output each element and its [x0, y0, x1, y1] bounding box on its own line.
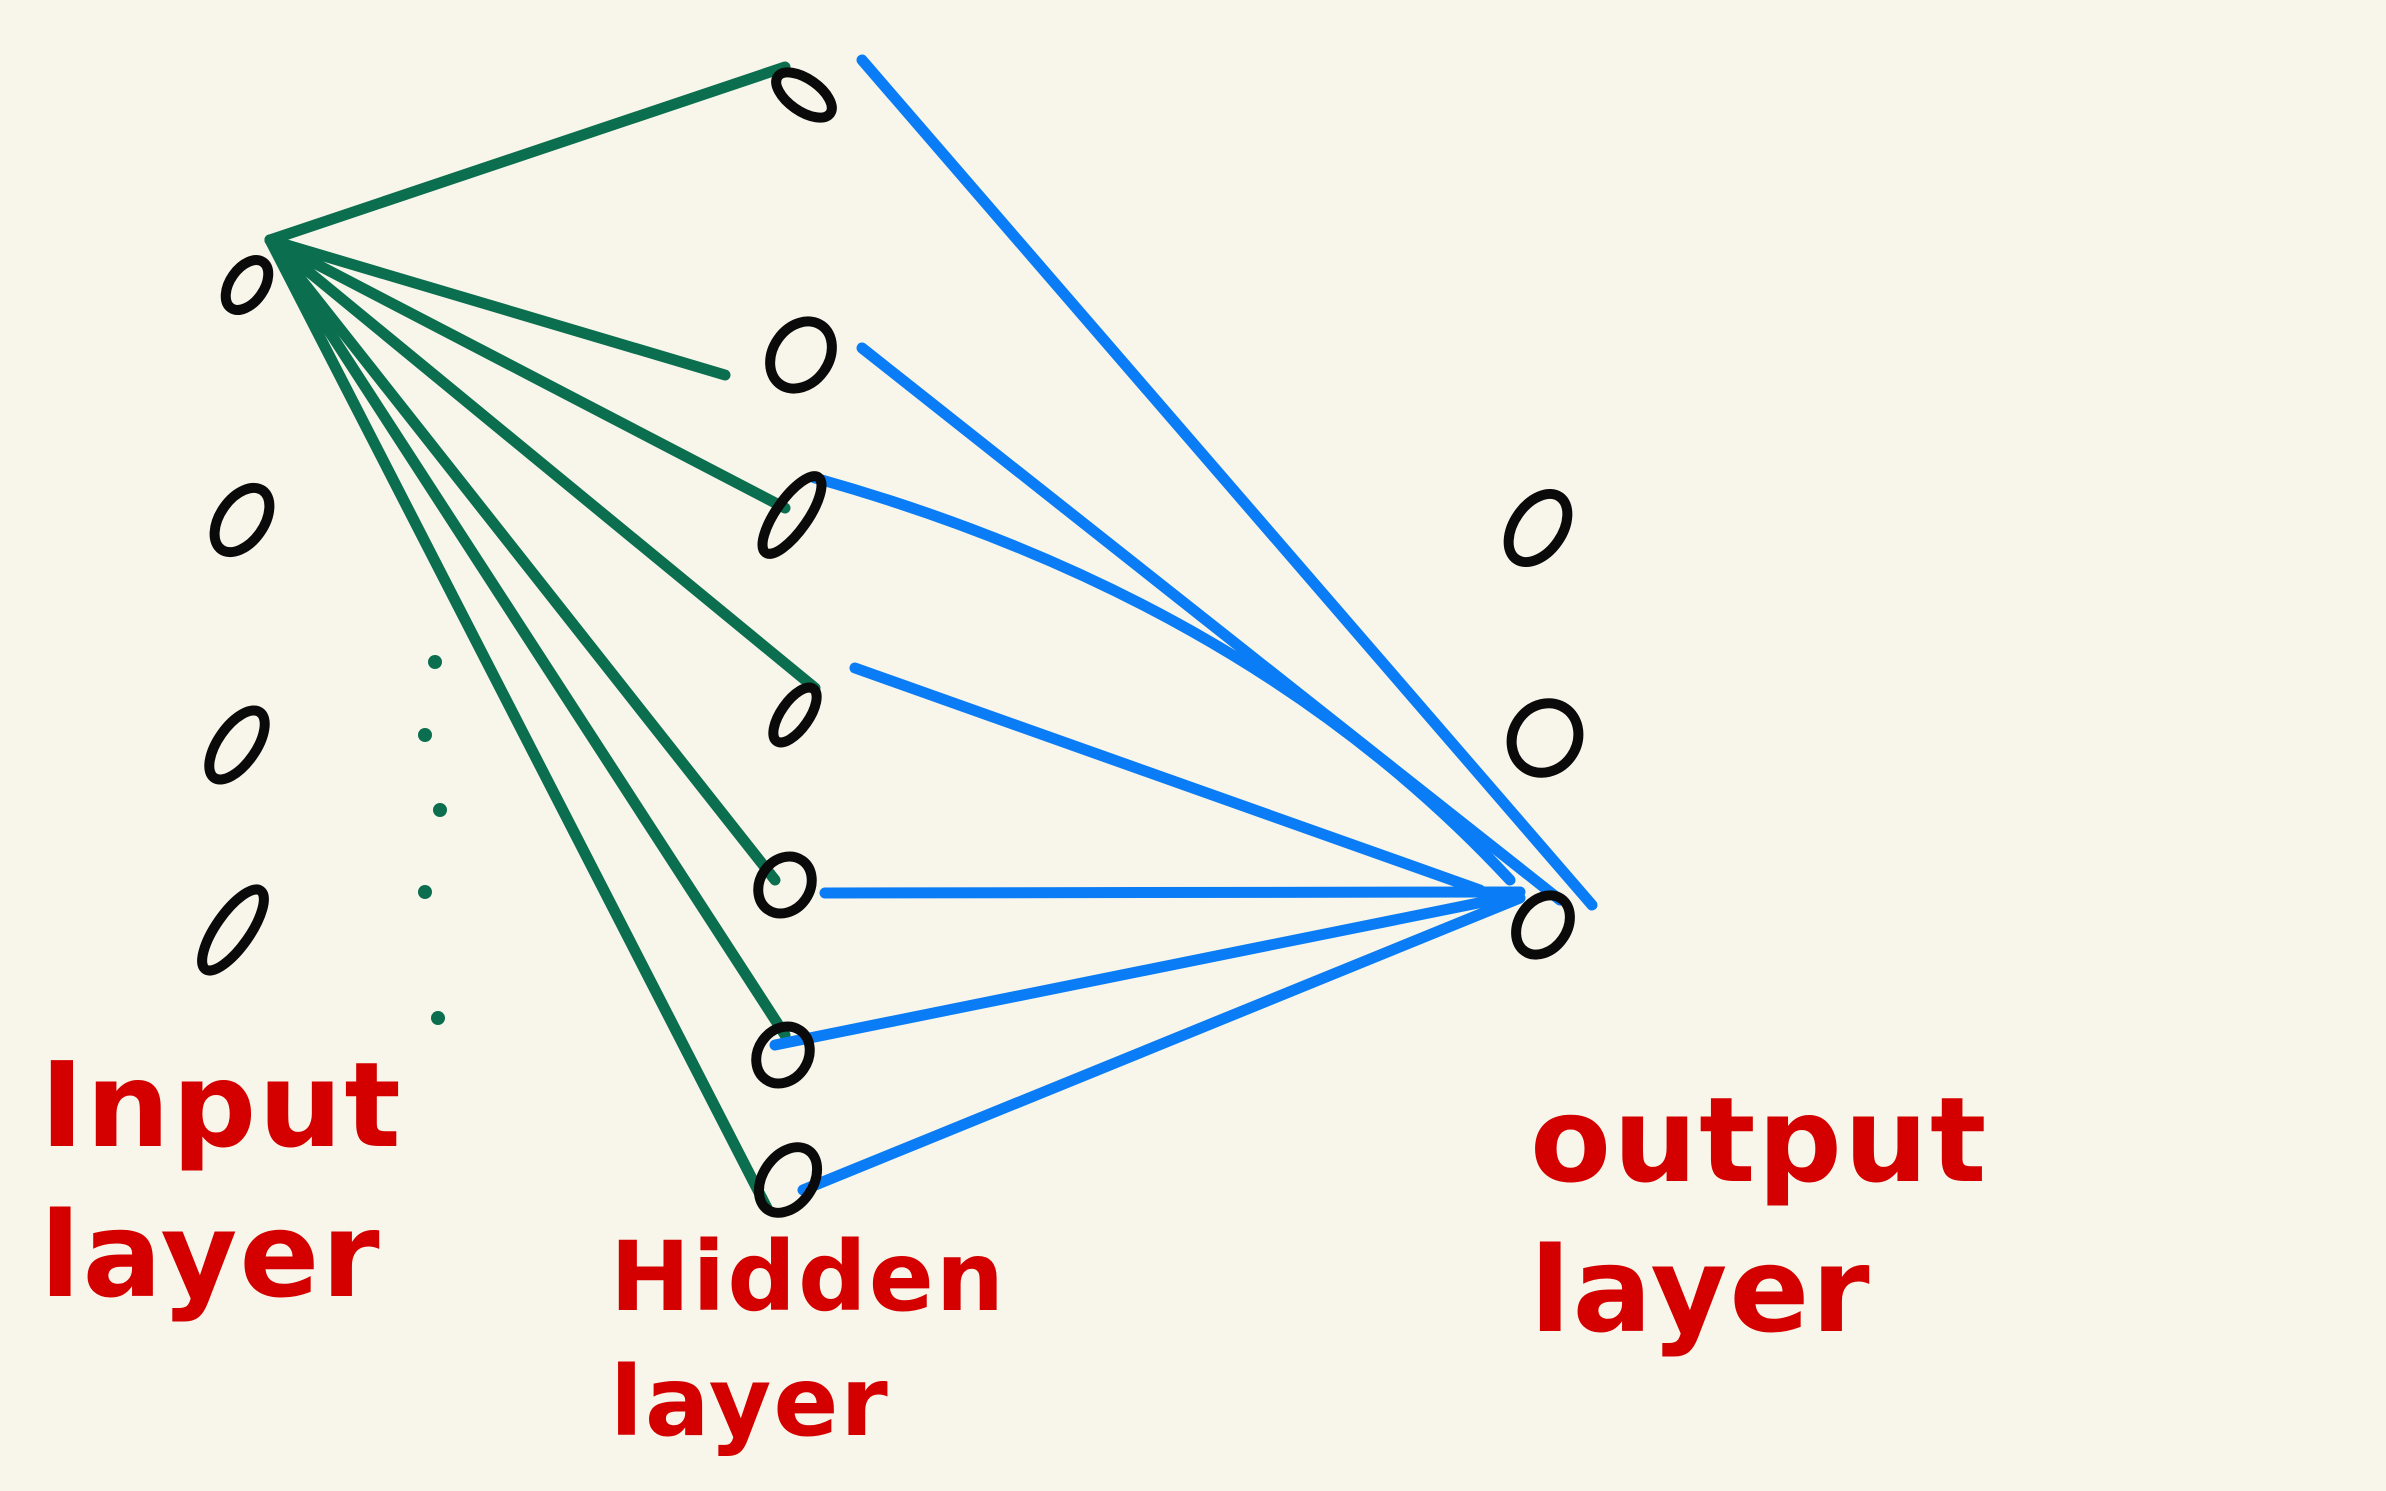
edge-input1-hidden7 — [264, 234, 773, 1214]
output-node-2 — [1506, 698, 1584, 778]
edge-input1-hidden6 — [264, 234, 791, 1041]
input-node-3 — [204, 705, 270, 785]
network-nodes — [197, 67, 1584, 1218]
ellipsis-dot-4 — [418, 885, 432, 899]
hidden-node-2 — [765, 316, 837, 394]
hidden-node-3 — [757, 471, 827, 559]
edge-hidden7-output3 — [797, 892, 1526, 1196]
edge-input1-hidden5 — [264, 234, 781, 886]
edge-input1-hidden3 — [264, 234, 791, 514]
hidden-layer-label: Hidden layer — [610, 1221, 1007, 1458]
hidden-node-6 — [751, 1021, 815, 1089]
edge-hidden4-output3 — [849, 662, 1486, 896]
input-node-4 — [197, 884, 269, 976]
input-node-1 — [220, 255, 274, 315]
edge-hidden3-output3 — [809, 472, 1516, 886]
ellipsis-dot-2 — [418, 728, 432, 742]
edge-hidden6-output3 — [769, 889, 1524, 1051]
input-node-2 — [209, 482, 275, 558]
edge-hidden5-output3 — [819, 886, 1526, 899]
input-to-hidden-edges — [264, 61, 821, 1214]
hidden-node-5 — [753, 851, 817, 919]
output-node-1 — [1503, 488, 1573, 568]
hidden-node-4 — [768, 682, 822, 748]
edge-input1-hidden2 — [264, 234, 731, 381]
ellipsis-dot-3 — [433, 803, 447, 817]
output-layer-label: output layer — [1530, 1071, 1989, 1359]
ellipsis-dot-5 — [431, 1011, 445, 1025]
edge-hidden1-output3 — [856, 54, 1598, 911]
edge-input1-hidden1 — [264, 61, 791, 246]
hidden-node-1 — [771, 67, 837, 123]
hidden-to-output-edges — [769, 54, 1598, 1196]
ellipsis-dots — [418, 655, 447, 1025]
ellipsis-dot-1 — [428, 655, 442, 669]
input-layer-label: Input layer — [40, 1036, 403, 1324]
edge-input1-hidden4 — [264, 234, 821, 694]
hidden-node-7 — [753, 1142, 823, 1218]
output-node-3 — [1511, 890, 1575, 960]
